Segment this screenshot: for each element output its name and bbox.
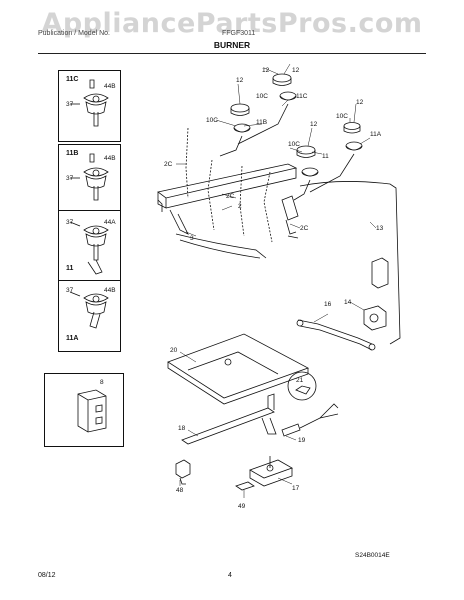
igniter-module-17 (249, 456, 293, 487)
footer-date: 08/12 (38, 572, 56, 579)
diagram-part-code: S24B0014E (355, 552, 390, 559)
igniter-wires (185, 127, 273, 243)
inset-part-44a: 44A (104, 219, 116, 226)
burner-tube-18 (181, 393, 277, 445)
inset-part-37: 37 (66, 175, 74, 182)
callout-11: 11 (322, 153, 329, 160)
callout-10c: 10C (288, 141, 300, 148)
manifold-bracket (157, 163, 298, 235)
callout-12: 12 (236, 77, 244, 84)
burner-heads (230, 73, 363, 177)
inset-11 (58, 210, 121, 282)
inset-part-44b: 44B (104, 155, 116, 162)
callout-20: 20 (170, 347, 178, 354)
callout-12: 12 (356, 99, 364, 106)
inset-burner-drawing-11c (70, 79, 109, 127)
page-title: BURNER (213, 40, 251, 50)
publication-label: Publication / Model No. (38, 30, 110, 37)
callout-10c: 10C (336, 113, 348, 120)
inset-label-11c: 11C (66, 76, 78, 83)
callout-12: 12 (262, 67, 270, 74)
inset-label-11b: 11B (66, 150, 78, 157)
inset-label-11a: 11A (66, 335, 78, 342)
callout-21: 21 (296, 377, 304, 384)
valve-14 (363, 305, 387, 331)
callout-2: 2 (238, 203, 242, 210)
inset-burner-drawing-11a (69, 291, 109, 329)
callout-17: 17 (292, 485, 300, 492)
gas-line-16 (296, 319, 376, 351)
inset-label-11: 11 (66, 265, 74, 272)
burner-plate-20 (167, 333, 309, 405)
bracket-48 (175, 459, 191, 479)
manifold-pipe-3 (175, 233, 267, 259)
callout-13: 13 (376, 225, 384, 232)
inset-part-37: 37 (66, 287, 74, 294)
inset-burner-drawing-11b (70, 153, 109, 201)
inset-part-37: 37 (66, 219, 74, 226)
callout-19: 19 (298, 437, 306, 444)
inset-11c (58, 70, 121, 142)
inset-11a (58, 280, 121, 352)
clip-49 (235, 481, 255, 491)
inset-part-44b: 44B (104, 83, 116, 90)
header-rule (38, 53, 426, 54)
right-bracket (371, 257, 389, 289)
callout-11b: 11B (256, 119, 267, 126)
inset-part-8 (44, 373, 124, 447)
callout-12: 12 (310, 121, 318, 128)
inset-part-8-drawing (77, 389, 107, 433)
callout-2c: 2C (226, 193, 235, 200)
callout-10c: 10C (206, 117, 218, 124)
callout-14: 14 (344, 299, 352, 306)
callout-2c: 2C (164, 161, 173, 168)
igniter-19 (281, 403, 339, 437)
callout-2c: 2C (300, 225, 309, 232)
model-number: FFGF3011 (222, 30, 256, 37)
inset-burner-drawing-11 (69, 221, 109, 275)
gas-tubes (219, 103, 355, 201)
inset-part-44b: 44B (104, 287, 116, 294)
callout-16: 16 (324, 301, 332, 308)
callout-48: 48 (176, 487, 184, 494)
tube-13 (299, 181, 401, 345)
inset-part-37: 37 (66, 101, 74, 108)
callout-21-circle (287, 371, 317, 401)
watermark: AppliancePartsPros.com (41, 8, 423, 39)
callout-18: 18 (178, 425, 186, 432)
regulator-bracket (281, 195, 299, 239)
footer-page-number: 4 (228, 572, 232, 579)
callout-49: 49 (238, 503, 246, 510)
callout-11c: 11C (296, 93, 308, 100)
callout-3: 3 (190, 235, 194, 242)
inset-part-8: 8 (100, 379, 104, 386)
callout-10c: 10C (256, 93, 268, 100)
leader-lines (176, 63, 377, 498)
callout-12: 12 (292, 67, 300, 74)
callout-11a: 11A (370, 131, 382, 138)
